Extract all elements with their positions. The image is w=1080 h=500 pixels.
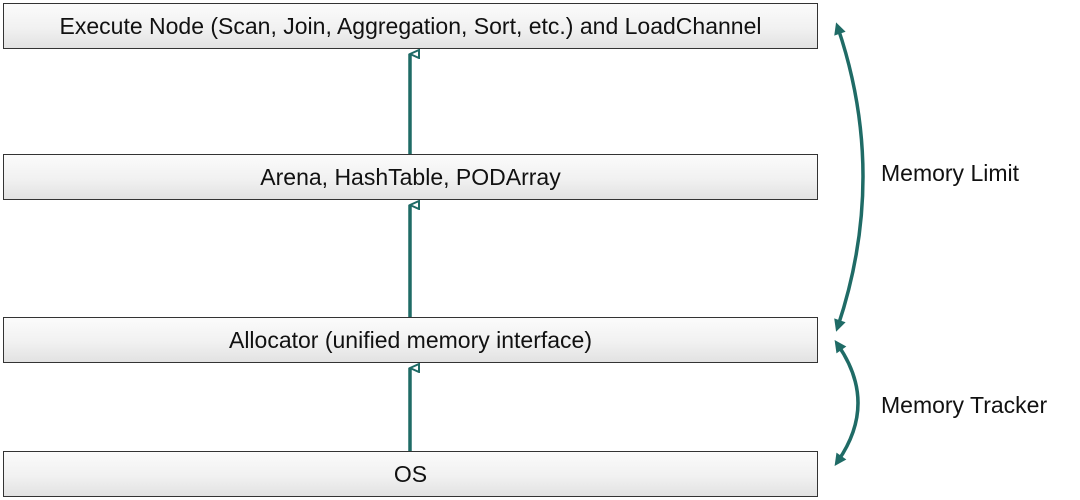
memory-tracker-bracket — [834, 340, 860, 466]
arena-hashtable-layer: Arena, HashTable, PODArray — [3, 154, 818, 200]
os-layer: OS — [3, 451, 818, 497]
allocator-layer: Allocator (unified memory interface) — [3, 317, 818, 363]
memory-tracker-label: Memory Tracker — [881, 392, 1048, 418]
memory-limit-bracket — [834, 22, 865, 332]
memory-limit-label: Memory Limit — [881, 160, 1020, 186]
execute-node-layer: Execute Node (Scan, Join, Aggregation, S… — [3, 3, 818, 49]
